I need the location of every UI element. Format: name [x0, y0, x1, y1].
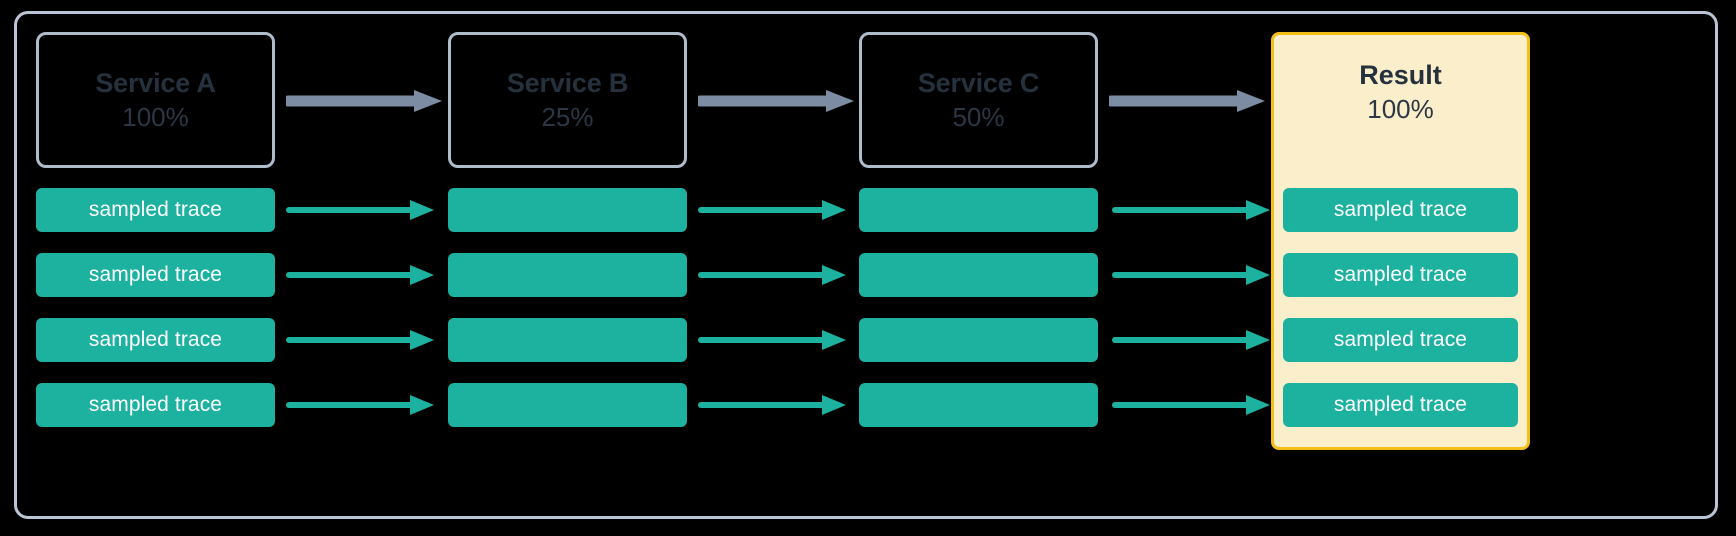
trace-bar-c-3: [859, 318, 1098, 362]
trace-arrow-c-to-result-4: [1112, 395, 1270, 415]
trace-bar-label: sampled trace: [88, 198, 223, 221]
trace-bar-label: sampled trace: [1333, 328, 1468, 351]
trace-bar-a-1: sampled trace: [36, 188, 275, 232]
trace-bar-label: sampled trace: [88, 393, 223, 416]
trace-bar-c-2: [859, 253, 1098, 297]
trace-arrow-c-to-result-3: [1112, 330, 1270, 350]
trace-bar-result-2: sampled trace: [1283, 253, 1518, 297]
trace-arrow-a-to-b-2: [286, 265, 434, 285]
trace-bar-c-1: [859, 188, 1098, 232]
trace-bar-result-1: sampled trace: [1283, 188, 1518, 232]
trace-arrow-a-to-b-1: [286, 200, 434, 220]
trace-arrow-c-to-result-2: [1112, 265, 1270, 285]
trace-arrow-b-to-c-4: [698, 395, 846, 415]
service-box-c: Service C 50%: [859, 32, 1098, 168]
trace-bar-b-3: [448, 318, 687, 362]
trace-arrow-c-to-result-1: [1112, 200, 1270, 220]
result-header: Result 100%: [1274, 60, 1527, 124]
trace-arrow-a-to-b-3: [286, 330, 434, 350]
trace-bar-result-4: sampled trace: [1283, 383, 1518, 427]
service-c-percent: 50%: [952, 101, 1005, 132]
arrow-service-b-to-c: [698, 90, 854, 112]
trace-arrow-b-to-c-2: [698, 265, 846, 285]
trace-bar-a-4: sampled trace: [36, 383, 275, 427]
trace-bar-a-3: sampled trace: [36, 318, 275, 362]
trace-bar-label: sampled trace: [1333, 263, 1468, 286]
trace-bar-c-4: [859, 383, 1098, 427]
service-box-b: Service B 25%: [448, 32, 687, 168]
service-b-name: Service B: [506, 67, 629, 98]
trace-bar-label: sampled trace: [88, 263, 223, 286]
service-a-percent: 100%: [122, 101, 189, 132]
trace-arrow-a-to-b-4: [286, 395, 434, 415]
trace-bar-b-4: [448, 383, 687, 427]
trace-bar-b-2: [448, 253, 687, 297]
trace-arrow-b-to-c-3: [698, 330, 846, 350]
diagram-outer-frame: [14, 11, 1718, 519]
result-title: Result: [1359, 60, 1442, 90]
service-a-name: Service A: [95, 67, 216, 98]
service-box-a: Service A 100%: [36, 32, 275, 168]
trace-bar-label: sampled trace: [1333, 198, 1468, 221]
service-c-name: Service C: [917, 67, 1040, 98]
arrow-service-a-to-b: [286, 90, 442, 112]
trace-bar-label: sampled trace: [1333, 393, 1468, 416]
trace-bar-b-1: [448, 188, 687, 232]
result-percent: 100%: [1367, 93, 1434, 124]
trace-arrow-b-to-c-1: [698, 200, 846, 220]
trace-bar-label: sampled trace: [88, 328, 223, 351]
trace-bar-a-2: sampled trace: [36, 253, 275, 297]
trace-bar-result-3: sampled trace: [1283, 318, 1518, 362]
result-box: Result 100%: [1271, 32, 1530, 450]
service-b-percent: 25%: [541, 101, 594, 132]
arrow-service-c-to-result: [1109, 90, 1265, 112]
